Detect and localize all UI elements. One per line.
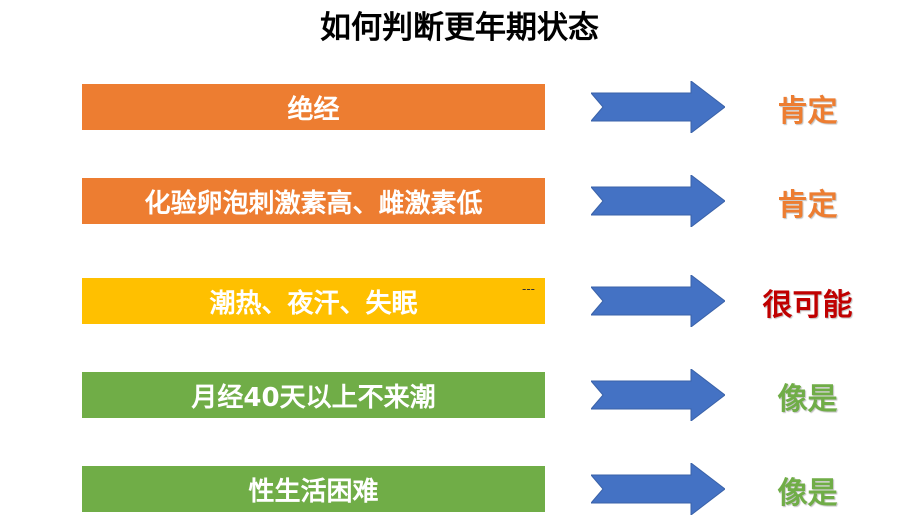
- result-label: 很可能: [762, 288, 853, 323]
- condition-box: 化验卵泡刺激素高、雌激素低: [82, 178, 545, 224]
- right-arrow-icon: [591, 81, 725, 133]
- right-arrow-icon: [591, 175, 725, 227]
- result-label: 肯定: [777, 94, 838, 129]
- condition-box: 性生活困难: [82, 466, 545, 512]
- condition-box: 月经40天以上不来潮: [82, 372, 545, 418]
- condition-box: 潮热、夜汗、失眠 ---: [82, 278, 545, 324]
- result-label: 像是: [777, 382, 838, 417]
- condition-label: 化验卵泡刺激素高、雌激素低: [144, 188, 483, 219]
- result-label: 像是: [777, 476, 838, 511]
- condition-label: 潮热、夜汗、失眠: [209, 288, 418, 319]
- right-arrow-icon: [591, 275, 725, 327]
- condition-label: 绝经: [287, 94, 340, 125]
- slide-title: 如何判断更年期状态: [320, 10, 599, 46]
- right-arrow-icon: [591, 463, 725, 515]
- dash-mark: ---: [522, 282, 535, 296]
- result-label: 肯定: [777, 188, 838, 223]
- right-arrow-icon: [591, 369, 725, 421]
- condition-box: 绝经: [82, 84, 545, 130]
- condition-label: 性生活困难: [248, 476, 379, 507]
- condition-label: 月经40天以上不来潮: [191, 382, 436, 413]
